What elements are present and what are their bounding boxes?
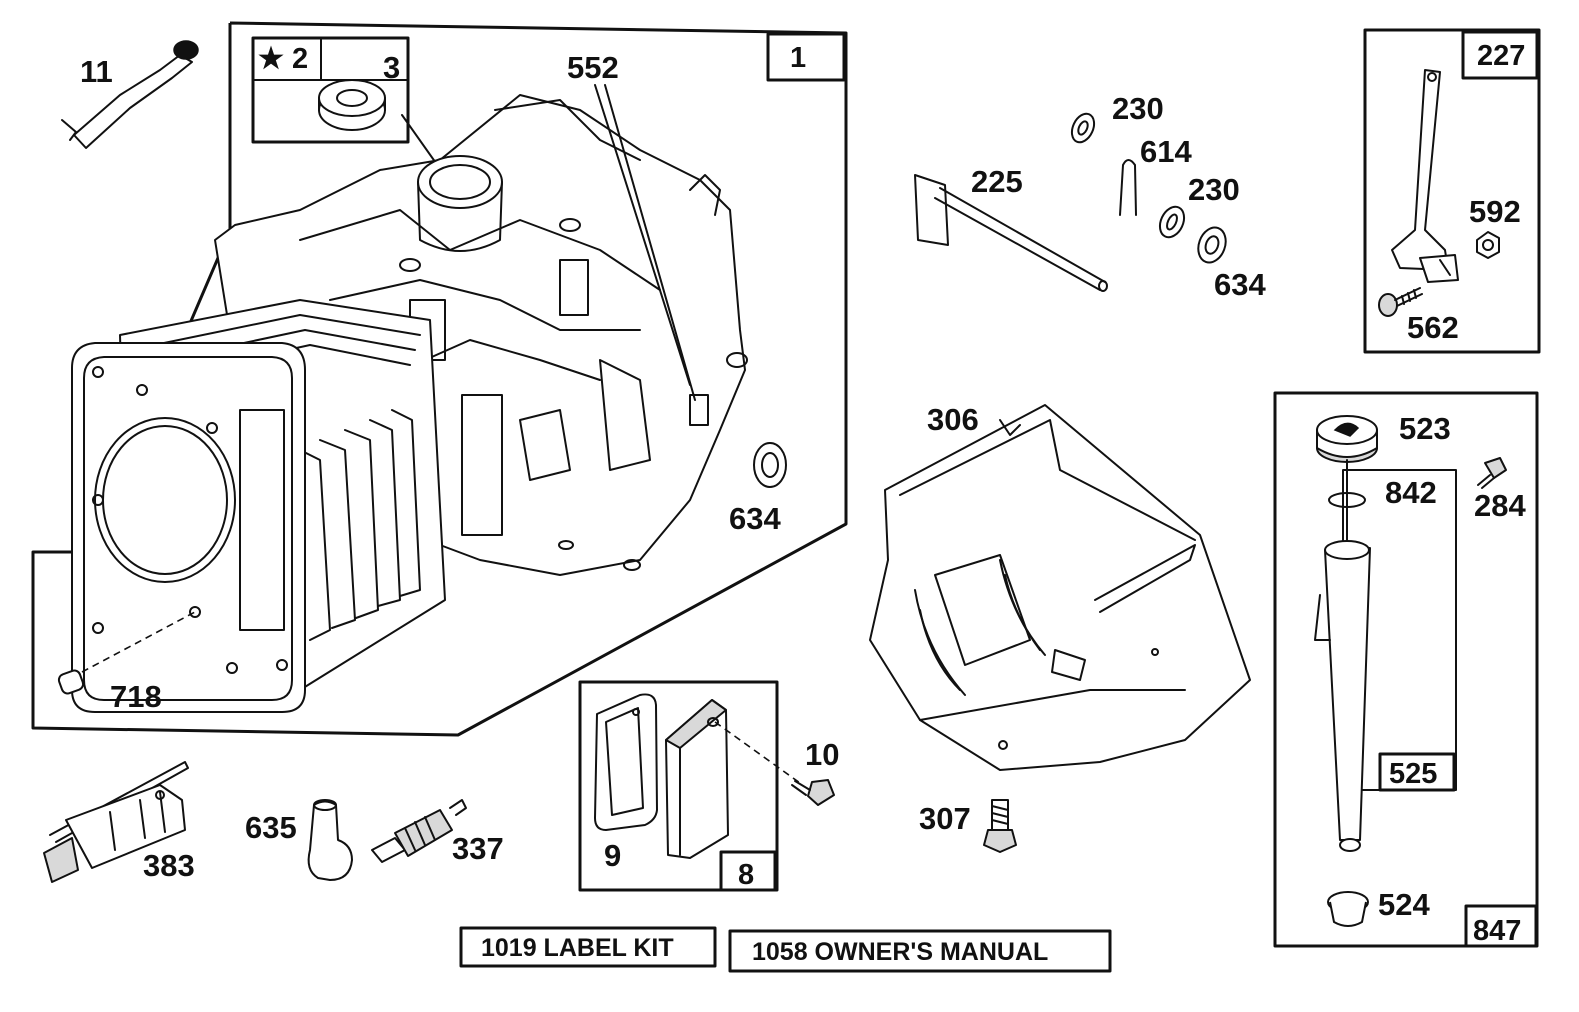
callout-9: 9 (604, 838, 621, 873)
dipstick-tube-part (1314, 540, 1371, 852)
box-label-8: 8 (738, 859, 754, 891)
owners-manual-box (728, 929, 1112, 973)
engine-block-part (71, 94, 748, 713)
owners-manual-text: 1058 OWNER'S MANUAL (752, 938, 1048, 966)
spark-plug-boot-part (307, 799, 353, 881)
leader-10 (714, 721, 801, 784)
screw-10-part (791, 779, 835, 806)
screw-284-part (1477, 457, 1507, 489)
leader-552b (604, 84, 696, 401)
hex-nut-592-part (1476, 231, 1500, 259)
seal-634-right-part (1197, 226, 1227, 264)
callout-383: 383 (143, 848, 195, 883)
screw-562-part (1378, 287, 1423, 317)
callout-524: 524 (1378, 887, 1430, 922)
callout-614: 614 (1140, 134, 1192, 169)
washer-230-lower-part (1158, 205, 1186, 239)
governor-shaft-part (914, 174, 1108, 292)
label-kit-box (459, 926, 717, 968)
box-label-227: 227 (1477, 40, 1525, 72)
callout-523: 523 (1399, 411, 1451, 446)
washer-230-upper-part (1070, 112, 1096, 144)
gasket-9-part (594, 693, 658, 831)
callout-842: 842 (1385, 475, 1437, 510)
callout-10: 10 (805, 737, 839, 772)
callout-634-right: 634 (1214, 267, 1266, 302)
callout-11: 11 (80, 54, 113, 89)
label-kit-text: 1019 LABEL KIT (481, 934, 674, 962)
grommet-524-part (1327, 891, 1369, 927)
seal-inset-frame (251, 36, 410, 144)
leader-552 (594, 84, 691, 386)
blower-housing-part (869, 404, 1251, 771)
callout-635: 635 (245, 810, 297, 845)
callout-230-upper: 230 (1112, 91, 1164, 126)
seal-634-part (753, 442, 787, 488)
gasket-set-frame (578, 680, 779, 892)
box-label-1: 1 (790, 42, 806, 74)
oil-seal-part (318, 79, 386, 131)
hairpin-clip-part (1119, 159, 1137, 216)
box-label-525: 525 (1389, 758, 1437, 790)
breather-tube-part (61, 40, 199, 149)
callout-225: 225 (971, 164, 1023, 199)
ignition-armature-part (43, 761, 189, 883)
governor-lever-frame (1363, 28, 1541, 354)
box-label-847: 847 (1473, 915, 1521, 947)
callout-592: 592 (1469, 194, 1521, 229)
callout-284: 284 (1474, 488, 1526, 523)
governor-lever-part (1391, 69, 1459, 283)
callout-230-lower: 230 (1188, 172, 1240, 207)
callout-552: 552 (567, 50, 619, 85)
callout-307: 307 (919, 801, 971, 836)
callout-562: 562 (1407, 310, 1459, 345)
dipstick-cap-part (1316, 415, 1378, 546)
cover-plate-part (665, 699, 729, 859)
star-icon: ★ (258, 43, 284, 75)
callout-306: 306 (927, 402, 979, 437)
callout-337: 337 (452, 831, 504, 866)
dowel-pin-part (57, 611, 196, 695)
spark-plug-part (371, 799, 467, 863)
callout-634-block: 634 (729, 501, 781, 536)
callout-3: 3 (383, 50, 400, 85)
callout-718: 718 (110, 679, 162, 714)
screw-307-part (983, 799, 1017, 853)
box-label-2: 2 (292, 43, 308, 75)
